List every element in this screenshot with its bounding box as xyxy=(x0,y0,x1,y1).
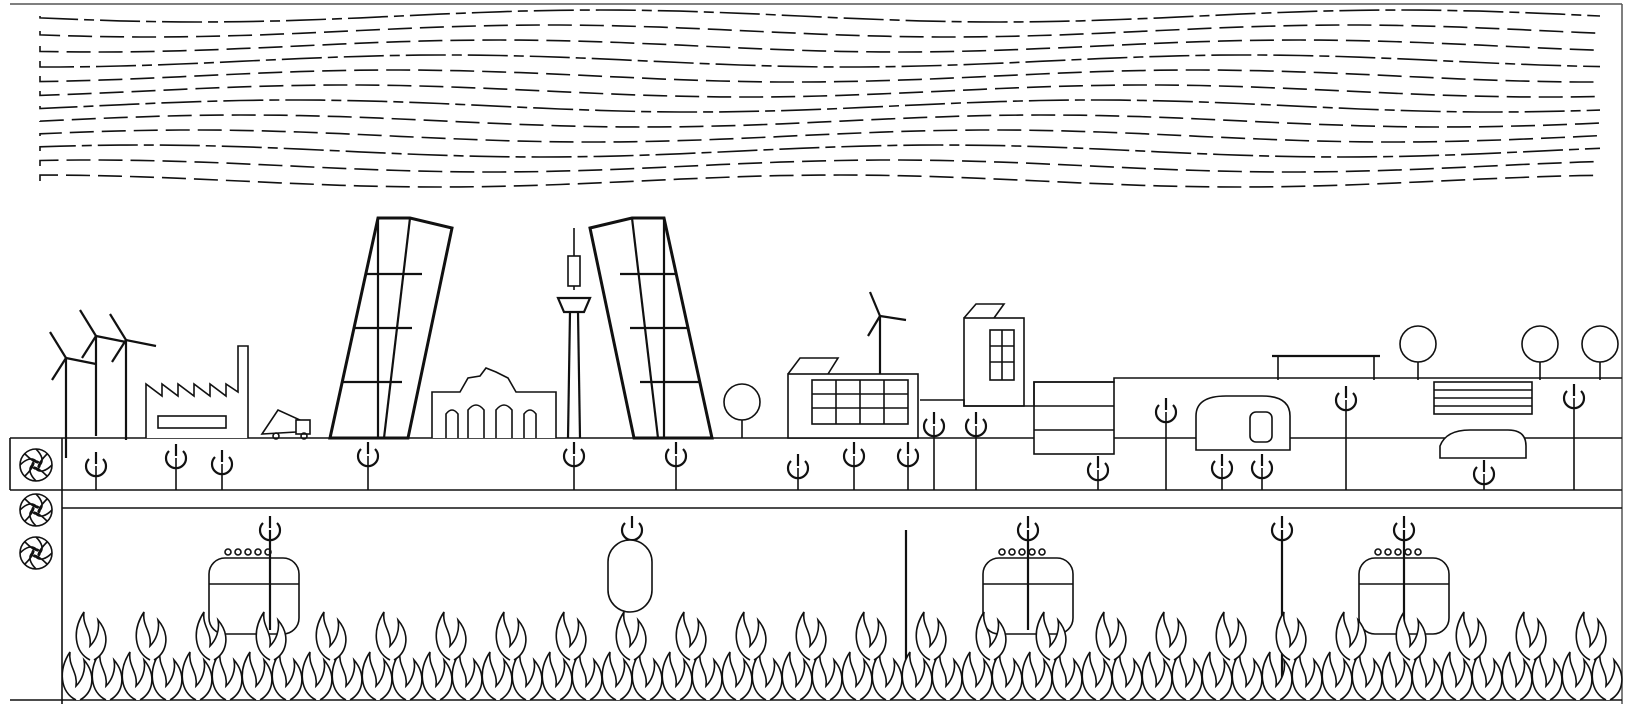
office-building-icon xyxy=(964,304,1024,406)
power-symbol-icon xyxy=(622,516,642,540)
city-gate-monument-icon xyxy=(432,368,556,438)
office-building-icon xyxy=(788,292,918,438)
wind-turbine-icon xyxy=(50,310,156,458)
factory-icon xyxy=(146,346,248,438)
fan-icon xyxy=(20,449,52,481)
sun-gear-icon xyxy=(20,537,52,569)
solar-panel-icon xyxy=(788,358,838,374)
fan-icons xyxy=(20,449,52,569)
leaning-tower-icon xyxy=(590,218,712,438)
dump-truck-icon xyxy=(262,410,310,439)
parking-garage-icon xyxy=(1034,382,1114,454)
wind-lines xyxy=(40,10,1600,187)
tram-icon xyxy=(1196,396,1290,450)
geothermal-tank-icon xyxy=(209,540,1449,634)
solar-panel-icon xyxy=(964,304,1004,318)
fan-icon xyxy=(20,494,52,526)
bus-shelter-icon xyxy=(1272,356,1380,380)
tv-tower-icon xyxy=(558,228,590,438)
pond-icon xyxy=(1434,382,1532,458)
